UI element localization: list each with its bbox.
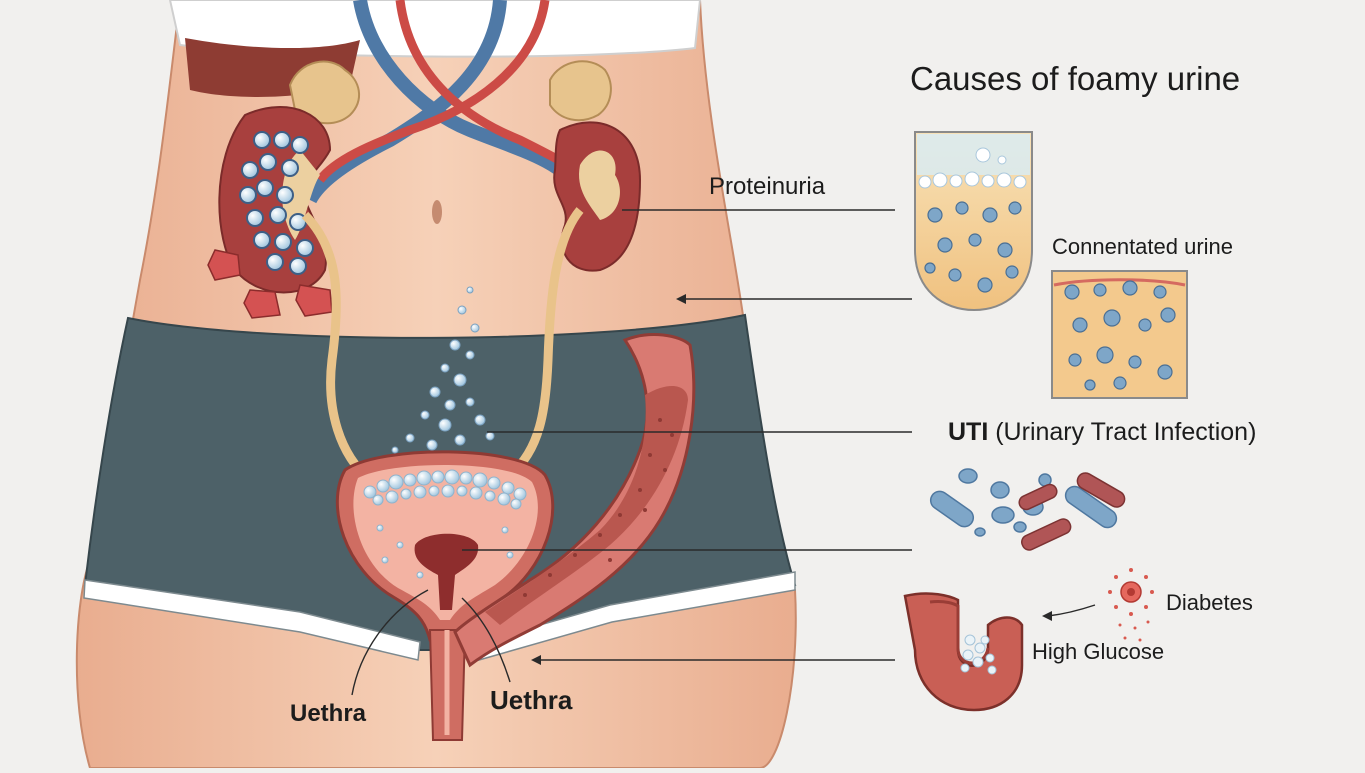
label-uti: UTI (Urinary Tract Infection) <box>948 418 1256 447</box>
label-uti-full: (Urinary Tract Infection) <box>995 418 1256 446</box>
proteinuria-cup-water <box>917 134 1030 175</box>
label-concentrated-urine: Connentated urine <box>1052 234 1233 260</box>
label-proteinuria: Proteinuria <box>709 173 825 201</box>
label-high-glucose: High Glucose <box>1032 639 1164 665</box>
label-uti-abbrev: UTI <box>948 418 988 446</box>
label-urethra-right: Uethra <box>490 685 572 716</box>
glucose-molecule-icon <box>1108 568 1154 642</box>
leader-diabetes <box>1048 605 1095 616</box>
tissue-fragment-2 <box>244 290 280 318</box>
navel <box>432 200 442 224</box>
arrowhead-diabetes <box>1042 611 1052 621</box>
diagram-title: Causes of foamy urine <box>910 60 1240 98</box>
label-urethra-left: Uethra <box>290 700 366 728</box>
glucose-tube <box>905 593 1022 710</box>
label-diabetes: Diabetes <box>1166 590 1253 616</box>
adrenal-gland-right <box>550 61 611 120</box>
tissue-fragment-1 <box>208 250 240 280</box>
